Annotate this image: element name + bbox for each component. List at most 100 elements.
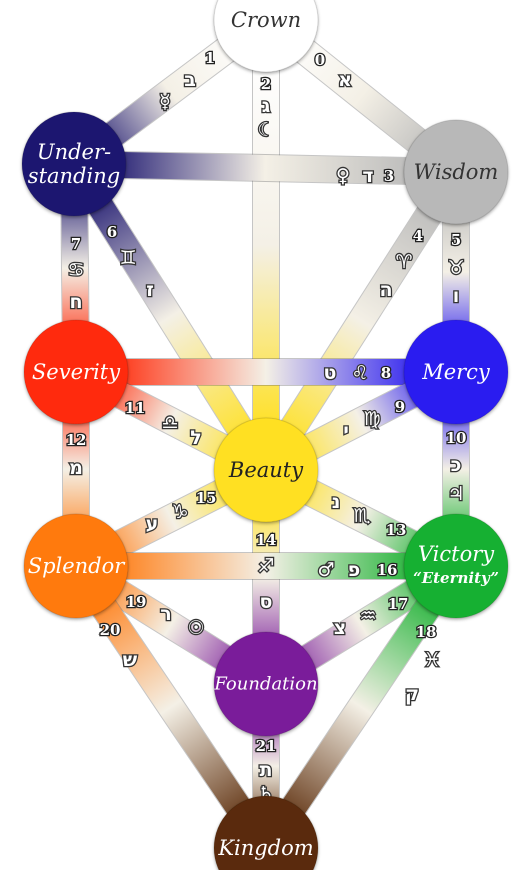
- astro-symbol: ♉: [447, 257, 464, 279]
- hebrew-letter: ע: [146, 513, 159, 535]
- sephira-label: Kingdom: [217, 836, 313, 860]
- path-number: 16: [377, 561, 398, 579]
- astro-symbol: ♍: [363, 408, 380, 430]
- sephira-severity: Severity: [23, 319, 129, 425]
- hebrew-letter: ט: [324, 362, 337, 384]
- sephira-victory: Victory “Eternity”: [403, 513, 509, 619]
- sephira-label: Crown: [231, 8, 301, 32]
- sephira-beauty: Beauty: [213, 417, 319, 523]
- path-number: 7: [71, 235, 81, 253]
- sephira-label: Foundation: [213, 674, 317, 695]
- path-number: 10: [446, 429, 467, 447]
- path-4: [255, 165, 467, 477]
- sephira-label: Splendor: [28, 554, 127, 578]
- path-number: 2: [261, 75, 271, 93]
- sephira-circle: [403, 319, 509, 425]
- path-number: 17: [388, 595, 409, 613]
- sephira-label: Wisdom: [414, 160, 499, 184]
- sephira-circle: [213, 795, 319, 870]
- astro-symbol: ♂: [317, 559, 334, 581]
- sephira-splendor: Splendor: [23, 513, 129, 619]
- hebrew-letter: צ: [334, 617, 346, 639]
- hebrew-letter: ב: [184, 69, 196, 91]
- path-number: 12: [66, 431, 87, 449]
- hebrew-letter: נ: [332, 491, 341, 513]
- astro-symbol: ♃: [447, 483, 464, 505]
- path-18: [255, 558, 467, 856]
- astro-symbol: ☉: [187, 617, 204, 639]
- path-number: 5: [451, 231, 461, 249]
- path-number: 9: [395, 398, 405, 416]
- sephira-wisdom: Wisdom: [403, 119, 509, 225]
- sephira-foundation: Foundation: [213, 631, 319, 737]
- sephira-kingdom: Kingdom: [213, 795, 319, 870]
- sephira-circle: [21, 111, 127, 217]
- sephira-label: Severity: [32, 360, 121, 384]
- path-20: [65, 558, 277, 856]
- sephira-label: Under-: [37, 140, 111, 164]
- path-number: 11: [125, 399, 146, 417]
- path-number: 8: [381, 364, 391, 382]
- hebrew-letter: ד: [362, 165, 373, 187]
- sephira-label: Mercy: [421, 360, 491, 384]
- path-number: 3: [384, 167, 394, 185]
- path-number: 13: [386, 521, 407, 539]
- astro-symbol: ♎: [161, 412, 178, 434]
- path-number: 20: [100, 621, 121, 639]
- path-number: 19: [126, 593, 147, 611]
- hebrew-letter: ר: [160, 603, 171, 625]
- path-3: [73, 151, 457, 185]
- astro-symbol: ☿: [159, 91, 171, 113]
- hebrew-letter: ז: [146, 279, 154, 301]
- path-number: 18: [416, 623, 437, 641]
- path-number: 21: [256, 737, 277, 755]
- sephira-circle: [403, 119, 509, 225]
- hebrew-letter: ס: [260, 591, 273, 613]
- hebrew-letter: ג: [262, 95, 271, 117]
- hebrew-letter: ל: [190, 427, 202, 449]
- hebrew-letter: ה: [379, 279, 392, 301]
- astro-symbol: ♑: [171, 501, 188, 523]
- hebrew-letter: ת: [260, 759, 273, 781]
- sephira-crown: Crown: [213, 0, 319, 73]
- hebrew-letter: י: [343, 420, 349, 442]
- hebrew-letter: פ: [348, 559, 361, 581]
- path-number: 1: [205, 49, 215, 67]
- sephira-label: standing: [28, 164, 120, 188]
- sephira-circle: [403, 513, 509, 619]
- path-number: 0: [315, 51, 325, 69]
- sephira-label: Beauty: [228, 458, 304, 482]
- sephira-label: Victory: [418, 542, 495, 566]
- astro-symbol: ♓: [423, 649, 440, 671]
- astro-symbol: ♒: [359, 605, 376, 627]
- sephira-circle: [23, 319, 129, 425]
- astro-symbol: ♋: [67, 259, 84, 281]
- path-number: 6: [107, 223, 117, 241]
- path-number: 15: [196, 489, 217, 507]
- hebrew-letter: מ: [69, 457, 83, 479]
- astro-symbol: ☾: [257, 119, 274, 141]
- sephira-label: “Eternity”: [413, 569, 499, 587]
- astro-symbol: ♏: [353, 505, 370, 527]
- sephira-understanding: Under-standing: [21, 111, 127, 217]
- hebrew-letter: ו: [453, 285, 460, 307]
- astro-symbol: ♈: [395, 251, 412, 273]
- hebrew-letter: ש: [123, 649, 138, 671]
- sephira-mercy: Mercy: [403, 319, 509, 425]
- path-number: 14: [256, 531, 277, 549]
- sephira-circle: [213, 0, 319, 73]
- hebrew-letter: ח: [69, 291, 82, 313]
- path-number: 4: [413, 227, 423, 245]
- sephira-circle: [213, 417, 319, 523]
- hebrew-letter: ק: [405, 683, 419, 705]
- path-6: [62, 157, 278, 477]
- sephira-circle: [23, 513, 129, 619]
- astro-symbol: ♌: [351, 362, 368, 384]
- astro-symbol: ♊: [119, 247, 136, 269]
- sephira-circle: [213, 631, 319, 737]
- astro-symbol: ♀: [336, 165, 350, 187]
- hebrew-letter: א: [338, 69, 352, 91]
